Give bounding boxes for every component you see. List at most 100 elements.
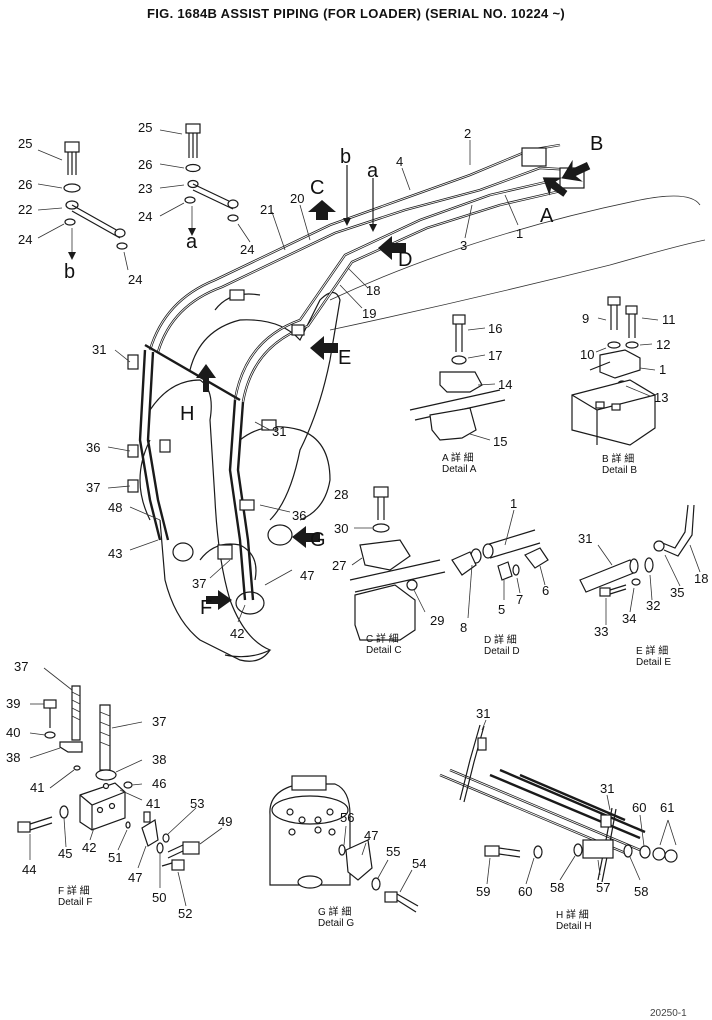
detail-e-label: Detail E (636, 657, 671, 668)
view-letter-d: D (398, 249, 412, 271)
callout: 39 (6, 696, 20, 711)
callout: 47 (128, 870, 142, 885)
callout: 42 (230, 626, 244, 641)
callout: 41 (146, 796, 160, 811)
detail-h-label-jp: H 詳 細 (556, 908, 589, 921)
figure-title: FIG. 1684B ASSIST PIPING (FOR LOADER) (S… (147, 6, 565, 21)
callout: 36 (86, 440, 100, 455)
detail-b-label: Detail B (602, 465, 637, 476)
callout: 54 (412, 856, 426, 871)
callout: 58 (550, 880, 564, 895)
callout: 24 (128, 272, 142, 287)
callout: 42 (82, 840, 96, 855)
view-letter-b-left: b (64, 261, 75, 283)
callout: 6 (542, 583, 549, 598)
callout: 58 (634, 884, 648, 899)
detail-c-drawing (349, 486, 446, 641)
callout: 22 (18, 202, 32, 217)
detail-b-label-jp: B 詳 細 (602, 452, 634, 465)
callout: 9 (582, 311, 589, 326)
callout: 49 (218, 814, 232, 829)
callout: 37 (14, 659, 28, 674)
callout: 32 (646, 598, 660, 613)
callout: 36 (292, 508, 306, 523)
callout: 13 (654, 390, 668, 405)
callout: 60 (632, 800, 646, 815)
detail-b-drawing (571, 296, 659, 446)
callout: 59 (476, 884, 490, 899)
callout: 30 (334, 521, 348, 536)
callout: 60 (518, 884, 532, 899)
callout: 11 (662, 312, 676, 327)
rod-assembly-left (37, 141, 129, 271)
callout: 14 (498, 377, 512, 392)
detail-a-label: Detail A (442, 464, 477, 475)
view-letter-a: A (540, 205, 554, 227)
callout: 25 (18, 136, 32, 151)
callout: 8 (460, 620, 467, 635)
view-letter-e: E (338, 347, 351, 369)
detail-g-label: Detail G (318, 918, 354, 929)
callout: 47 (364, 828, 378, 843)
detail-f-label: Detail F (58, 897, 92, 908)
callout: 35 (670, 585, 684, 600)
callout: 1 (510, 496, 517, 511)
callout: 61 (660, 800, 674, 815)
callout: 3 (460, 238, 467, 253)
view-letter-a-left: a (186, 231, 198, 253)
detail-e-label-jp: E 詳 細 (636, 644, 668, 657)
callout: 7 (516, 592, 523, 607)
view-letter-b-top: b (340, 146, 351, 168)
callout: 15 (493, 434, 507, 449)
callout: 5 (498, 602, 505, 617)
callout: 37 (192, 576, 206, 591)
callout: 45 (58, 846, 72, 861)
footer-code: 20250-1 (650, 1008, 687, 1019)
callout: 50 (152, 890, 166, 905)
callout: 38 (152, 752, 166, 767)
detail-h-label: Detail H (556, 921, 592, 932)
detail-h-drawing (439, 719, 678, 885)
callout: 41 (30, 780, 44, 795)
detail-d-label-jp: D 詳 細 (484, 633, 517, 646)
detail-c-label-jp: C 詳 細 (366, 632, 399, 645)
callout: 18 (366, 283, 380, 298)
leader-lines (107, 140, 519, 623)
callout: 31 (600, 781, 614, 796)
detail-e-drawing (579, 504, 701, 625)
callout: 1 (516, 226, 523, 241)
view-letter-a-top: a (367, 160, 379, 182)
callout: 4 (396, 154, 403, 169)
callout: 24 (18, 232, 32, 247)
callout: 21 (260, 202, 274, 217)
view-letter-h: H (180, 403, 194, 425)
detail-g-drawing (269, 775, 419, 913)
callout: 10 (580, 347, 594, 362)
callout: 31 (272, 424, 286, 439)
detail-c-label: Detail C (366, 645, 402, 656)
callout: 31 (92, 342, 106, 357)
view-arrows (196, 159, 591, 610)
callout: 16 (488, 321, 502, 336)
view-letter-c: C (310, 177, 324, 199)
callout: 44 (22, 862, 36, 877)
callout: 23 (138, 181, 152, 196)
detail-d-drawing (451, 509, 549, 619)
callout: 18 (694, 571, 708, 586)
callout: 57 (596, 880, 610, 895)
view-letter-g: G (310, 529, 326, 551)
callout: 31 (476, 706, 490, 721)
callout: 24 (240, 242, 254, 257)
callout: 17 (488, 348, 502, 363)
callout: 56 (340, 810, 354, 825)
callout: 27 (332, 558, 346, 573)
callout: 31 (578, 531, 592, 546)
detail-f-label-jp: F 詳 細 (58, 884, 90, 897)
callout: 26 (18, 177, 32, 192)
callout: 25 (138, 120, 152, 135)
callout: 38 (6, 750, 20, 765)
callout: 43 (108, 546, 122, 561)
callout: 28 (334, 487, 348, 502)
